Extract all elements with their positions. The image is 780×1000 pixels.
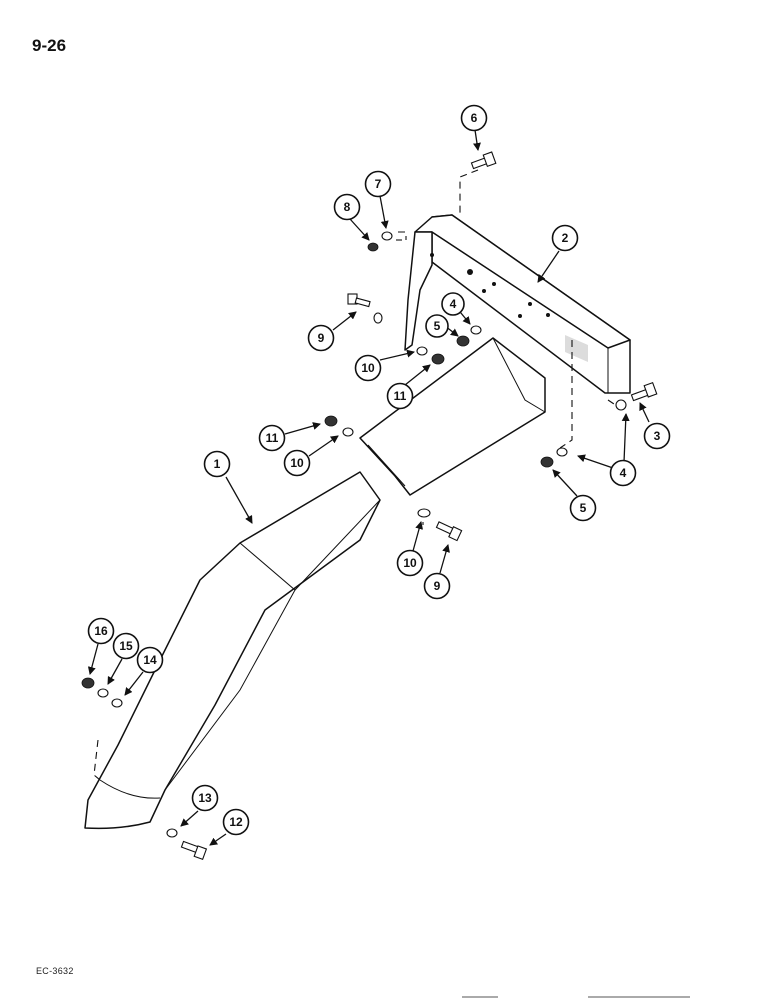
callout-5-upper-label: 5 (434, 319, 441, 333)
callout-16: 16 (87, 617, 115, 645)
callout-15-label: 15 (119, 639, 133, 653)
callout-11-lower-label: 11 (266, 431, 279, 445)
callout-13: 13 (191, 784, 219, 812)
callout-13-label: 13 (198, 791, 212, 805)
callout-1-label: 1 (214, 457, 221, 471)
callout-10-middle-label: 10 (290, 456, 304, 470)
bolt-9-lower (435, 521, 463, 542)
callout-10-middle: 10 (283, 449, 311, 477)
callout-9-lower-label: 9 (434, 579, 441, 593)
mounting-bracket (404, 214, 631, 394)
hardware (81, 151, 658, 861)
washer-15 (97, 688, 109, 698)
callout-9-lower: 9 (423, 572, 451, 600)
washer-10-lower (417, 508, 431, 518)
leader-lines (87, 129, 650, 846)
callout-5-upper: 5 (425, 314, 449, 338)
nut-5-upper (456, 335, 470, 347)
callout-1: 1 (203, 450, 231, 478)
callout-4-upper-label: 4 (450, 297, 457, 311)
nut-11-upper (431, 353, 445, 365)
callout-4-upper: 4 (441, 292, 465, 316)
callout-6-label: 6 (471, 111, 478, 125)
washer-14 (111, 698, 123, 708)
callout-10-lower: 10 (396, 549, 424, 577)
washer-13 (166, 828, 178, 838)
callout-11-lower: 11 (258, 424, 286, 452)
washer-10-middle (342, 427, 354, 437)
callout-9-upper-label: 9 (318, 331, 325, 345)
nut-8 (367, 242, 379, 252)
washer-4-lower (556, 447, 568, 457)
page-number: 9-26 (32, 36, 67, 55)
washer-4-upper (470, 325, 482, 335)
callout-15: 15 (112, 632, 140, 660)
callout-3: 3 (643, 422, 671, 450)
nut-16 (81, 677, 95, 689)
callout-2: 2 (551, 224, 579, 252)
callout-8-label: 8 (344, 200, 351, 214)
callout-3-label: 3 (654, 429, 661, 443)
callout-10-upper-label: 10 (361, 361, 375, 375)
callout-10-lower-label: 10 (403, 556, 417, 570)
nut-11-lower (324, 415, 338, 427)
washer-7 (381, 231, 393, 241)
washer-10-upper (416, 346, 428, 356)
callout-4-lower: 4 (609, 459, 637, 487)
callout-12: 12 (222, 808, 250, 836)
washer-3 (615, 399, 627, 411)
callout-14: 14 (136, 646, 164, 674)
callout-16-label: 16 (94, 624, 108, 638)
nut-5-lower (540, 456, 554, 468)
callout-12-label: 12 (229, 815, 243, 829)
callout-11-upper: 11 (386, 382, 414, 410)
callout-8: 8 (333, 193, 361, 221)
callout-5-lower-label: 5 (580, 501, 587, 515)
callout-7: 7 (364, 170, 392, 198)
callout-5-lower: 5 (569, 494, 597, 522)
callout-11-upper-label: 11 (394, 389, 407, 403)
callout-9-upper: 9 (307, 324, 335, 352)
bolt-9-upper (347, 293, 371, 308)
rear-fender (84, 471, 381, 830)
bolt-6 (470, 151, 497, 170)
bolt-12 (180, 840, 208, 861)
callout-10-upper: 10 (354, 354, 382, 382)
bolt-3 (630, 381, 658, 402)
callout-6: 6 (460, 104, 488, 132)
callout-2-label: 2 (562, 231, 569, 245)
fender-center-section (359, 337, 546, 496)
washer-upper (373, 312, 383, 324)
callout-7-label: 7 (375, 177, 382, 191)
callout-4-lower-label: 4 (620, 466, 627, 480)
figure-reference-code: EC-3632 (36, 966, 74, 976)
callout-14-label: 14 (143, 653, 157, 667)
